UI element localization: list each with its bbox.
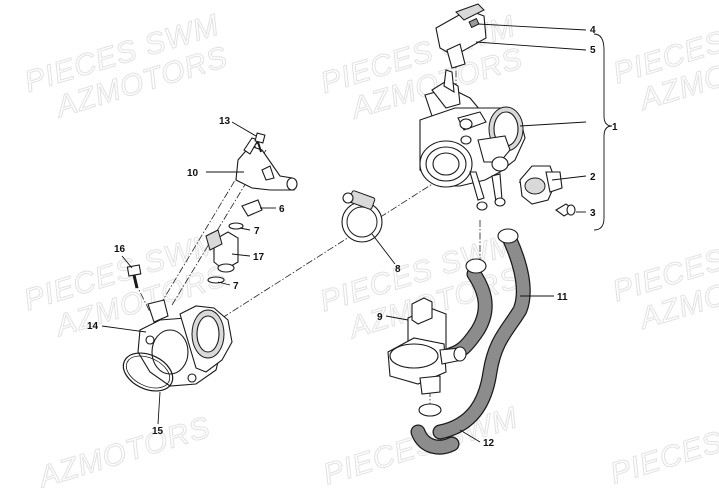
callout-8: 8 <box>395 264 401 275</box>
hose-clamp <box>341 190 383 243</box>
intake-o-ring <box>122 352 174 392</box>
callout-15: 15 <box>152 426 164 437</box>
callout-1: 1 <box>612 122 618 133</box>
watermark-line2: AZMOTORS <box>33 411 214 488</box>
callout-4: 4 <box>590 25 596 36</box>
callout-7b: 7 <box>233 281 239 292</box>
callout-5: 5 <box>590 45 596 56</box>
callout-14: 14 <box>87 321 99 332</box>
map-sensor <box>435 3 487 69</box>
callout-3: 3 <box>590 208 596 219</box>
injector-assembly <box>205 222 244 284</box>
rail-bolt <box>254 132 266 153</box>
callout-11: 11 <box>557 292 568 303</box>
retaining-clip <box>241 199 263 217</box>
callout-labels: 4 5 1 2 3 13 10 6 7 17 7 8 9 11 12 16 14… <box>87 25 618 449</box>
callout-9: 9 <box>377 312 383 323</box>
manifold-bolt <box>126 264 142 289</box>
sensor-screw <box>555 203 576 217</box>
callout-17: 17 <box>253 252 265 263</box>
callout-7a: 7 <box>254 226 260 237</box>
solenoid-valve <box>387 297 467 417</box>
throttle-body <box>419 69 526 211</box>
intake-manifold <box>137 299 233 387</box>
callout-10: 10 <box>187 168 199 179</box>
leader-lines <box>101 23 613 443</box>
throttle-position-sensor <box>519 165 563 205</box>
fuel-rail <box>235 137 298 191</box>
callout-6: 6 <box>279 204 285 215</box>
callout-16: 16 <box>114 244 126 255</box>
hose-upper <box>432 228 531 440</box>
callout-2: 2 <box>590 172 596 183</box>
callout-12: 12 <box>483 438 495 449</box>
watermark-line1: PIECES SWM <box>606 400 719 488</box>
callout-13: 13 <box>219 116 231 127</box>
